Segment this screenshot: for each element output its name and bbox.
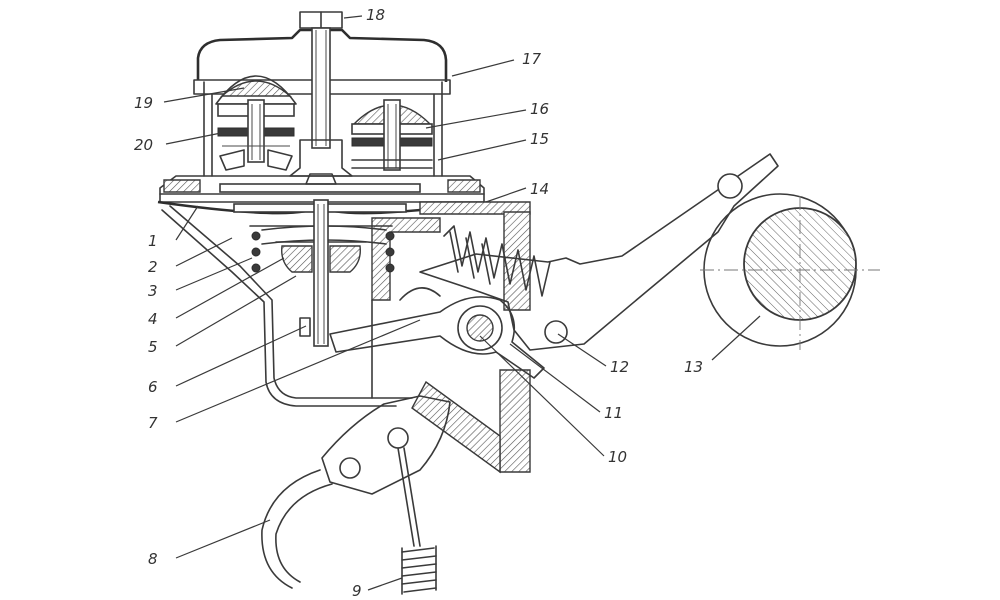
camshaft-eccentric — [700, 193, 880, 350]
callout-15: 15 — [530, 130, 549, 148]
callout-10: 10 — [608, 448, 627, 466]
pull-rod — [299, 199, 329, 347]
callout-7: 7 — [148, 414, 158, 432]
callout-14: 14 — [530, 180, 549, 198]
callout-16: 16 — [530, 100, 549, 118]
callout-4: 4 — [148, 310, 158, 328]
diaphragm-nut — [305, 173, 337, 185]
callout-19: 19 — [134, 94, 153, 112]
callout-8: 8 — [148, 550, 158, 568]
callout-5: 5 — [148, 338, 158, 356]
callout-17: 17 — [522, 50, 542, 68]
cover-screw — [299, 11, 343, 149]
drive-lever — [419, 153, 779, 351]
callout-6: 6 — [148, 378, 158, 396]
callout-11: 11 — [604, 404, 623, 422]
callout-12: 12 — [610, 358, 629, 376]
priming-spring — [397, 447, 437, 595]
callout-13: 13 — [684, 358, 703, 376]
lever-return-spring — [443, 225, 551, 297]
lever-axle — [457, 305, 503, 351]
callout-18: 18 — [366, 6, 385, 24]
callout-9: 9 — [352, 582, 362, 600]
callout-labels: 1 2 3 4 5 6 7 8 9 10 11 12 13 14 15 16 1… — [134, 6, 703, 600]
callout-2: 2 — [148, 258, 158, 276]
inner-lever — [329, 296, 545, 379]
hand-priming-lever — [261, 395, 451, 589]
spring-seat — [399, 287, 441, 301]
outlet-valve — [351, 99, 433, 171]
inlet-valve — [215, 75, 297, 171]
callout-20: 20 — [134, 136, 153, 154]
callout-1: 1 — [148, 232, 158, 250]
callout-3: 3 — [148, 282, 158, 300]
rod-seal — [275, 241, 367, 273]
callout-leaders — [163, 15, 761, 591]
